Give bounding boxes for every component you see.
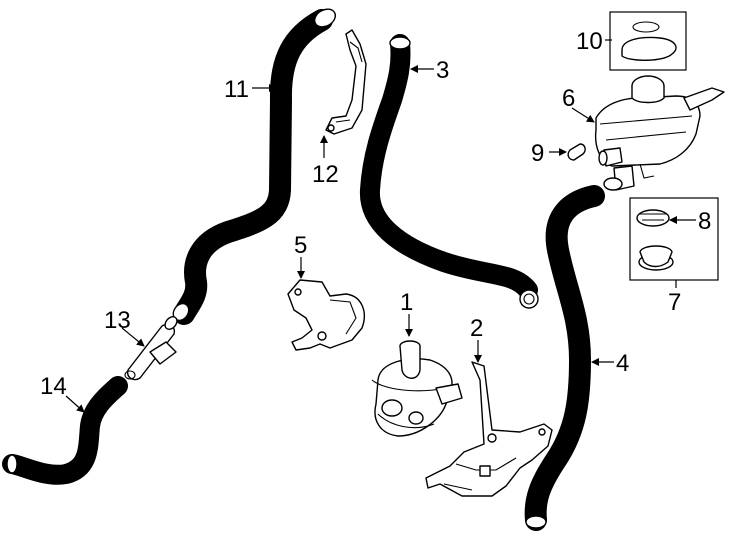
callout-1: 1 bbox=[400, 289, 413, 316]
callout-6: 6 bbox=[562, 85, 575, 112]
bracket-2 bbox=[425, 361, 553, 497]
plug-9 bbox=[567, 143, 586, 161]
leader-14 bbox=[65, 395, 85, 413]
hose-14 bbox=[2, 376, 128, 485]
callout-13: 13 bbox=[104, 307, 131, 334]
callout-7: 7 bbox=[668, 289, 681, 316]
bracket-12 bbox=[325, 29, 367, 135]
connector-13 bbox=[124, 316, 178, 381]
callout-11: 11 bbox=[224, 76, 249, 103]
leader-6 bbox=[571, 107, 595, 123]
water-pump-1 bbox=[371, 340, 463, 437]
callout-5: 5 bbox=[294, 232, 307, 259]
callout-8: 8 bbox=[698, 208, 711, 235]
callout-3: 3 bbox=[436, 57, 449, 84]
hose-3 bbox=[359, 34, 539, 309]
bracket-5 bbox=[287, 279, 365, 351]
hose-4 bbox=[524, 185, 605, 531]
hose-11 bbox=[172, 8, 337, 325]
callout-2: 2 bbox=[470, 315, 483, 342]
leader-13 bbox=[121, 327, 145, 347]
callout-4: 4 bbox=[616, 350, 629, 377]
callout-14: 14 bbox=[40, 373, 67, 400]
callout-10: 10 bbox=[576, 28, 603, 55]
coolant-reservoir-6 bbox=[594, 75, 725, 191]
gasket-box-10 bbox=[609, 11, 687, 71]
callout-12: 12 bbox=[312, 161, 339, 188]
cap-box-7 bbox=[629, 197, 719, 281]
callout-9: 9 bbox=[531, 140, 544, 167]
